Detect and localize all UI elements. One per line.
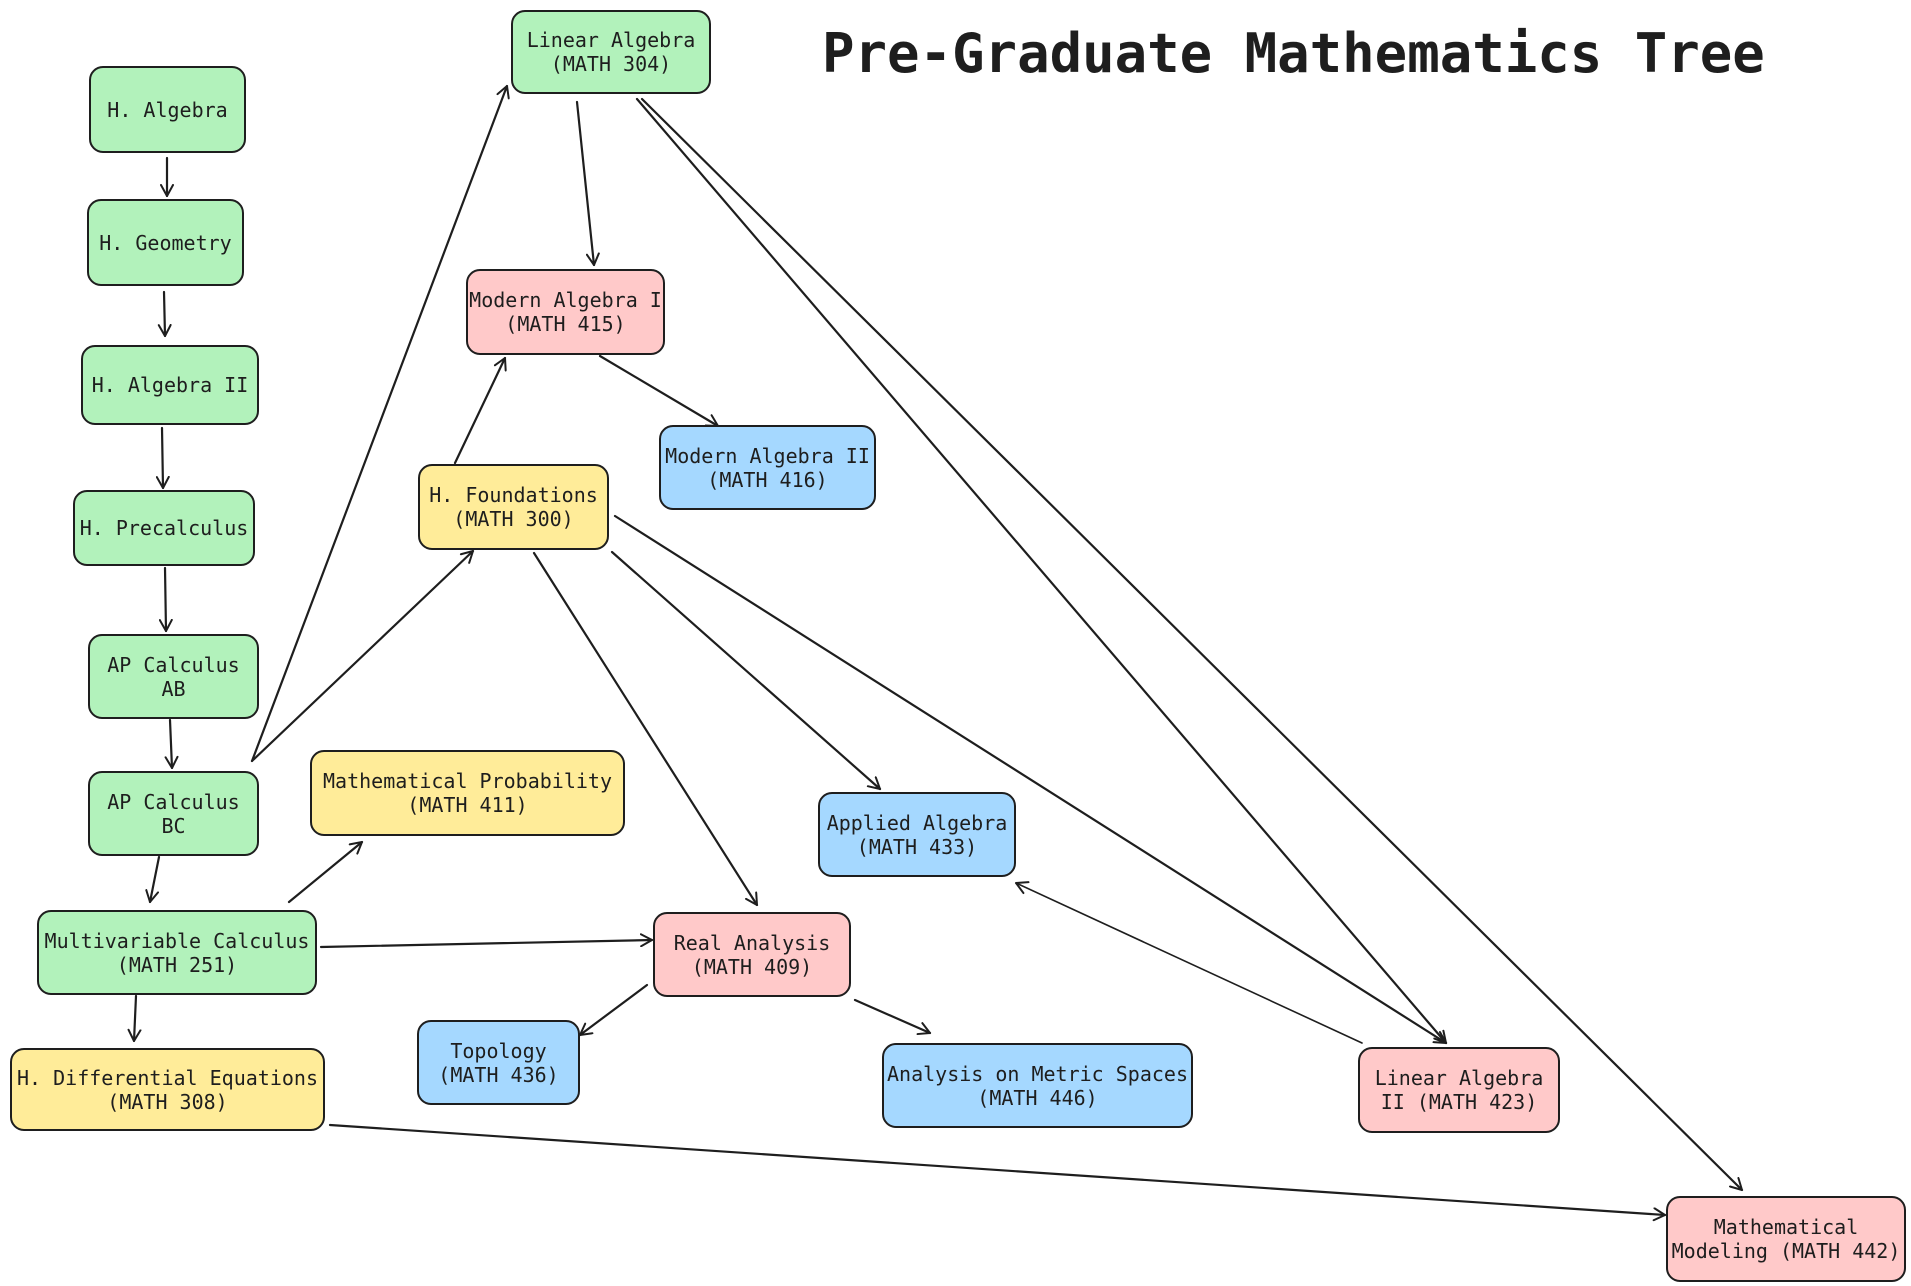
node-label-line1: H. Precalculus bbox=[79, 516, 249, 540]
edge-linear-algebra-to-math-modeling bbox=[640, 97, 1744, 1192]
node-label-line2: (MATH 446) bbox=[977, 1085, 1098, 1110]
node-label-line2: (MATH 308) bbox=[107, 1089, 228, 1114]
node-topology[interactable]: Topology (MATH 436) bbox=[417, 1020, 580, 1105]
node-label-line2: (MATH 433) bbox=[856, 834, 978, 859]
edge-h-geometry-to-h-algebra-ii bbox=[157, 290, 172, 338]
node-label-line1: Linear Algebra bbox=[526, 28, 696, 52]
node-label-line1: Topology bbox=[450, 1038, 547, 1063]
node-math-modeling[interactable]: Mathematical Modeling (MATH 442) bbox=[1666, 1196, 1906, 1282]
edge-h-diff-eq-to-math-modeling bbox=[328, 1123, 1667, 1222]
node-label-line2: (MATH 411) bbox=[407, 793, 528, 817]
edge-modern-algebra-i-to-modern-algebra-ii bbox=[598, 354, 720, 428]
node-linear-algebra[interactable]: Linear Algebra (MATH 304) bbox=[511, 10, 711, 94]
edge-multivariable-to-real-analysis bbox=[319, 933, 654, 949]
node-label-line1: H. Foundations bbox=[429, 483, 598, 507]
node-label-line2: Modeling (MATH 442) bbox=[1671, 1239, 1901, 1263]
node-metric-spaces[interactable]: Analysis on Metric Spaces (MATH 446) bbox=[882, 1043, 1193, 1128]
node-ap-calc-bc[interactable]: AP Calculus BC bbox=[88, 771, 259, 856]
edge-real-analysis-to-metric-spaces bbox=[853, 998, 932, 1036]
node-label-line2: AB bbox=[161, 676, 186, 701]
edge-h-foundations-to-real-analysis bbox=[532, 551, 759, 907]
node-label-line2: (MATH 415) bbox=[505, 312, 626, 336]
node-modern-algebra-ii[interactable]: Modern Algebra II (MATH 416) bbox=[659, 425, 876, 510]
node-label-line1: Mathematical Probability bbox=[323, 769, 612, 793]
node-label-line1: Analysis on Metric Spaces bbox=[886, 1061, 1189, 1086]
edge-h-foundations-to-linear-algebra-ii bbox=[613, 514, 1448, 1045]
edge-linear-algebra-to-modern-algebra-i bbox=[575, 100, 600, 267]
node-h-algebra-ii[interactable]: H. Algebra II bbox=[81, 345, 259, 425]
node-label-line1: H. Geometry bbox=[99, 230, 232, 255]
node-h-algebra[interactable]: H. Algebra bbox=[89, 66, 246, 153]
edge-multivariable-to-math-probability bbox=[287, 840, 364, 904]
edge-h-foundations-to-applied-algebra bbox=[610, 550, 882, 791]
node-real-analysis[interactable]: Real Analysis (MATH 409) bbox=[653, 912, 851, 997]
edge-multivariable-to-h-diff-eq bbox=[127, 994, 142, 1043]
edge-h-algebra-ii-to-h-precalculus bbox=[155, 426, 170, 490]
node-label-line1: Applied Algebra bbox=[826, 810, 1008, 835]
edge-h-foundations-to-modern-algebra-i bbox=[453, 356, 507, 465]
node-label-line1: AP Calculus bbox=[107, 652, 240, 677]
edge-ap-calc-ab-to-ap-calc-bc bbox=[164, 718, 179, 770]
node-linear-algebra-ii[interactable]: Linear Algebra II (MATH 423) bbox=[1358, 1047, 1560, 1133]
edge-h-precalculus-to-ap-calc-ab bbox=[158, 566, 173, 633]
edge-real-analysis-to-topology bbox=[578, 983, 649, 1037]
node-label-line1: H. Differential Equations bbox=[16, 1065, 319, 1090]
node-label-line1: Multivariable Calculus bbox=[44, 928, 310, 953]
node-h-diff-eq[interactable]: H. Differential Equations (MATH 308) bbox=[10, 1048, 325, 1131]
node-h-geometry[interactable]: H. Geometry bbox=[87, 199, 244, 286]
node-label-line1: Linear Algebra bbox=[1374, 1066, 1544, 1090]
node-ap-calc-ab[interactable]: AP Calculus AB bbox=[88, 634, 259, 719]
node-math-probability[interactable]: Mathematical Probability (MATH 411) bbox=[310, 750, 625, 836]
node-label-line1: H. Algebra II bbox=[91, 373, 249, 397]
edge-ap-calc-bc-to-h-foundations bbox=[250, 549, 475, 763]
node-label-line2: (MATH 304) bbox=[550, 52, 672, 76]
edge-ap-calc-bc-to-linear-algebra bbox=[250, 84, 510, 763]
edge-ap-calc-bc-to-multivariable bbox=[145, 855, 161, 904]
node-h-precalculus[interactable]: H. Precalculus bbox=[73, 490, 255, 566]
edge-linear-algebra-to-linear-algebra-ii bbox=[635, 97, 1448, 1045]
node-modern-algebra-i[interactable]: Modern Algebra I (MATH 415) bbox=[466, 269, 665, 355]
node-label-line2: (MATH 251) bbox=[116, 952, 238, 977]
node-applied-algebra[interactable]: Applied Algebra (MATH 433) bbox=[818, 792, 1016, 877]
node-label-line2: BC bbox=[161, 813, 186, 838]
node-label-line2: (MATH 416) bbox=[707, 467, 828, 492]
node-label-line1: Mathematical bbox=[1713, 1215, 1859, 1239]
node-label-line2: II (MATH 423) bbox=[1380, 1090, 1538, 1114]
diagram-title: Pre-Graduate Mathematics Tree bbox=[822, 22, 1765, 85]
node-label-line1: Modern Algebra II bbox=[665, 443, 870, 468]
node-label-line2: (MATH 409) bbox=[691, 954, 813, 979]
node-label-line2: (MATH 436) bbox=[438, 1062, 559, 1087]
node-label-line1: Modern Algebra I bbox=[469, 288, 662, 312]
node-label-line1: Real Analysis bbox=[673, 930, 831, 955]
node-label-line2: (MATH 300) bbox=[453, 507, 574, 531]
node-label-line1: H. Algebra bbox=[107, 97, 228, 122]
edge-linear-algebra-ii-to-applied-algebra bbox=[1015, 881, 1363, 1044]
node-multivariable[interactable]: Multivariable Calculus (MATH 251) bbox=[37, 910, 317, 995]
node-label-line1: AP Calculus bbox=[107, 789, 240, 814]
node-h-foundations[interactable]: H. Foundations (MATH 300) bbox=[418, 464, 609, 550]
